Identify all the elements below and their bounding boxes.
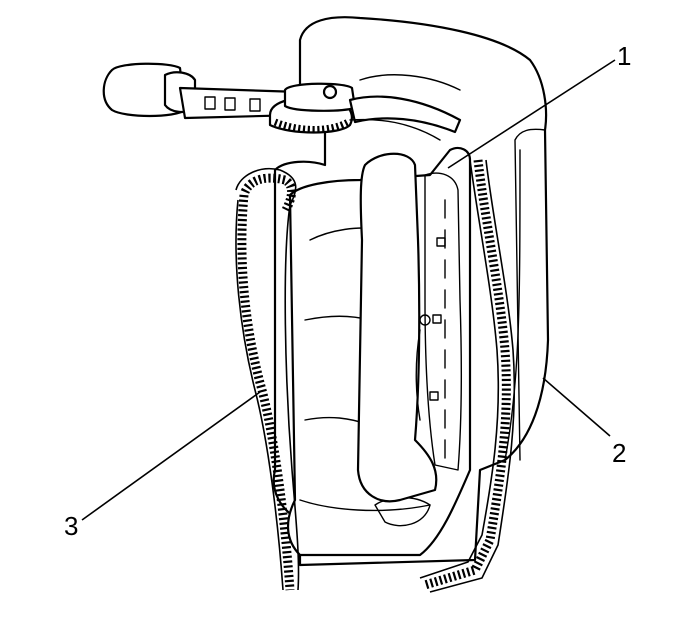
tool-lever <box>283 82 357 112</box>
center-insert-panel <box>356 152 438 503</box>
retainer-clip <box>432 314 442 324</box>
cover-removal-tool <box>102 62 462 141</box>
leader-2 <box>542 377 611 437</box>
side-bolster-rail <box>415 172 463 471</box>
leader-1 <box>447 59 616 169</box>
callout-leaders <box>81 59 616 521</box>
retainer-clip <box>429 391 439 401</box>
cover-retainer-left <box>235 168 300 591</box>
cover-retainer-right <box>419 159 516 593</box>
callout-1: 1 <box>617 41 631 71</box>
retainer-clip <box>436 237 446 247</box>
retainer-clip <box>419 314 431 326</box>
callout-3: 3 <box>64 511 78 541</box>
callout-2: 2 <box>612 438 626 468</box>
tool-jaw <box>348 95 462 134</box>
leader-3 <box>81 391 261 521</box>
